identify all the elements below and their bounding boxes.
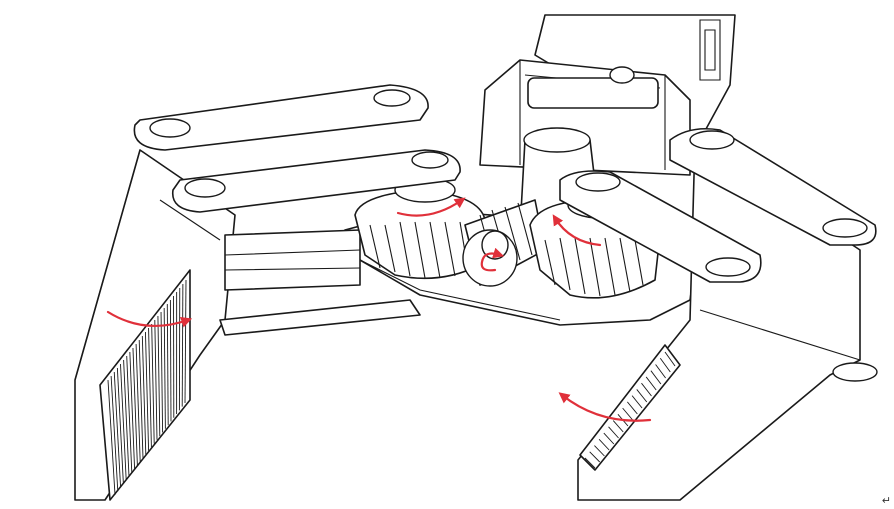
grip-serration (138, 339, 144, 459)
link-right-lower (559, 170, 762, 283)
motion-arrows (106, 197, 652, 422)
grip-serration (113, 371, 122, 488)
grip-serration (110, 375, 119, 492)
grip-serration (645, 376, 657, 391)
link-right-upper (669, 127, 877, 246)
grip-serration (123, 359, 130, 477)
grip-serration (612, 420, 624, 433)
right-finger-grip-pad (579, 344, 681, 471)
grip-serration (584, 457, 596, 469)
grip-serration (160, 311, 164, 433)
grip-serration (664, 351, 676, 367)
grip-serration (163, 307, 166, 429)
link-left-lower (171, 149, 461, 213)
grip-serration (622, 407, 633, 421)
grip-serration (181, 283, 184, 407)
grip-serration (132, 347, 138, 466)
grip-serration (148, 327, 152, 448)
grip-serration (120, 363, 127, 481)
rotation-arrow-icon (396, 197, 466, 217)
grip-serration (655, 364, 666, 379)
grip-serration (594, 445, 605, 457)
grip-serration (650, 370, 662, 385)
grip-serration (129, 351, 136, 470)
swing-arrow-icon (106, 310, 193, 328)
grip-serration (116, 367, 124, 484)
grip-serration (135, 343, 141, 462)
frame-rails (219, 229, 421, 336)
grip-serration (631, 395, 643, 409)
grip-serration (598, 438, 610, 451)
corner-mark: ↵ (881, 494, 891, 507)
grip-serration (151, 323, 155, 444)
grip-serration (659, 357, 671, 373)
swing-arrow-icon (558, 392, 652, 422)
grip-serration (608, 426, 619, 439)
rotation-arrow-icon (480, 247, 505, 272)
grip-serration (184, 279, 187, 404)
link-left-upper (133, 84, 429, 151)
grip-serration (641, 382, 652, 397)
grip-serration (627, 401, 638, 415)
grip-serration (169, 299, 172, 422)
grip-serration (636, 389, 648, 403)
grip-serration (107, 379, 116, 496)
grip-serration (589, 451, 601, 463)
rotation-arrow-icon (552, 214, 602, 247)
grip-serration (126, 355, 133, 473)
grip-serration (157, 315, 161, 437)
right-finger (577, 139, 878, 501)
grip-serration (154, 319, 158, 440)
grip-serration (141, 335, 147, 455)
grip-serration (144, 331, 150, 451)
grip-serration (603, 432, 615, 445)
